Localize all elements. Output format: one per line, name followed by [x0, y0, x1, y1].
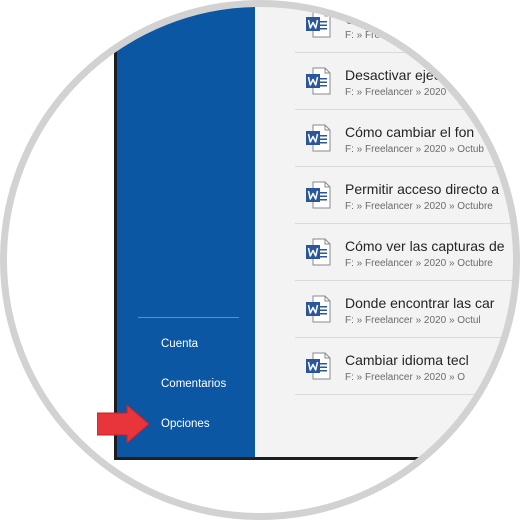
document-title: Cómo — [345, 11, 383, 27]
magnifier-lens: Cuenta Comentarios Opciones Cómo F: » Fr… — [6, 6, 514, 514]
document-title: Permitir acceso directo a — [345, 181, 500, 197]
sidebar-item-opciones[interactable]: Opciones — [161, 418, 210, 430]
list-item[interactable]: Cómo ver las capturas de F: » Freelancer… — [295, 224, 514, 281]
list-item[interactable]: Permitir acceso directo a F: » Freelance… — [295, 167, 514, 224]
sidebar-divider — [138, 317, 239, 318]
document-path: F: » Freelancer » 2020 » Octul — [345, 315, 481, 326]
word-document-icon — [306, 238, 331, 266]
red-arrow-icon — [97, 404, 150, 444]
document-path: F: » Freelancer — [345, 30, 413, 41]
word-backstage-window: Cuenta Comentarios Opciones Cómo F: » Fr… — [114, 6, 514, 460]
list-item[interactable]: Cambiar idioma tecl F: » Freelancer » 20… — [295, 338, 514, 395]
document-title: Cómo ver las capturas de — [345, 238, 505, 254]
word-document-icon — [306, 181, 331, 209]
list-item[interactable]: Donde encontrar las car F: » Freelancer … — [295, 281, 514, 338]
word-document-icon — [306, 10, 331, 38]
document-path: F: » Freelancer » 2020 » Octubre — [345, 201, 493, 212]
document-path: F: » Freelancer » 2020 » Octubre — [345, 258, 493, 269]
document-title: Cómo cambiar el fon — [345, 124, 475, 140]
word-document-icon — [306, 295, 331, 323]
sidebar-item-comentarios[interactable]: Comentarios — [161, 378, 227, 390]
sidebar-item-cuenta[interactable]: Cuenta — [161, 338, 199, 350]
list-item[interactable]: Desactivar ejecu F: » Freelancer » 2020 — [295, 53, 514, 110]
list-item[interactable]: Cómo F: » Freelancer — [295, 6, 514, 53]
recent-documents-list: Cómo F: » Freelancer Desactivar ejecu F:… — [295, 6, 514, 395]
word-document-icon — [306, 352, 331, 380]
backstage-sidebar: Cuenta Comentarios Opciones — [117, 6, 255, 457]
word-document-icon — [306, 124, 331, 152]
word-document-icon — [306, 67, 331, 95]
list-item[interactable]: Cómo cambiar el fon F: » Freelancer » 20… — [295, 110, 514, 167]
document-path: F: » Freelancer » 2020 — [345, 87, 447, 98]
document-path: F: » Freelancer » 2020 » Octub — [345, 144, 484, 155]
document-path: F: » Freelancer » 2020 » O — [345, 372, 466, 383]
document-title: Donde encontrar las car — [345, 295, 495, 311]
document-title: Cambiar idioma tecl — [345, 352, 469, 368]
document-title: Desactivar ejecu — [345, 67, 449, 83]
